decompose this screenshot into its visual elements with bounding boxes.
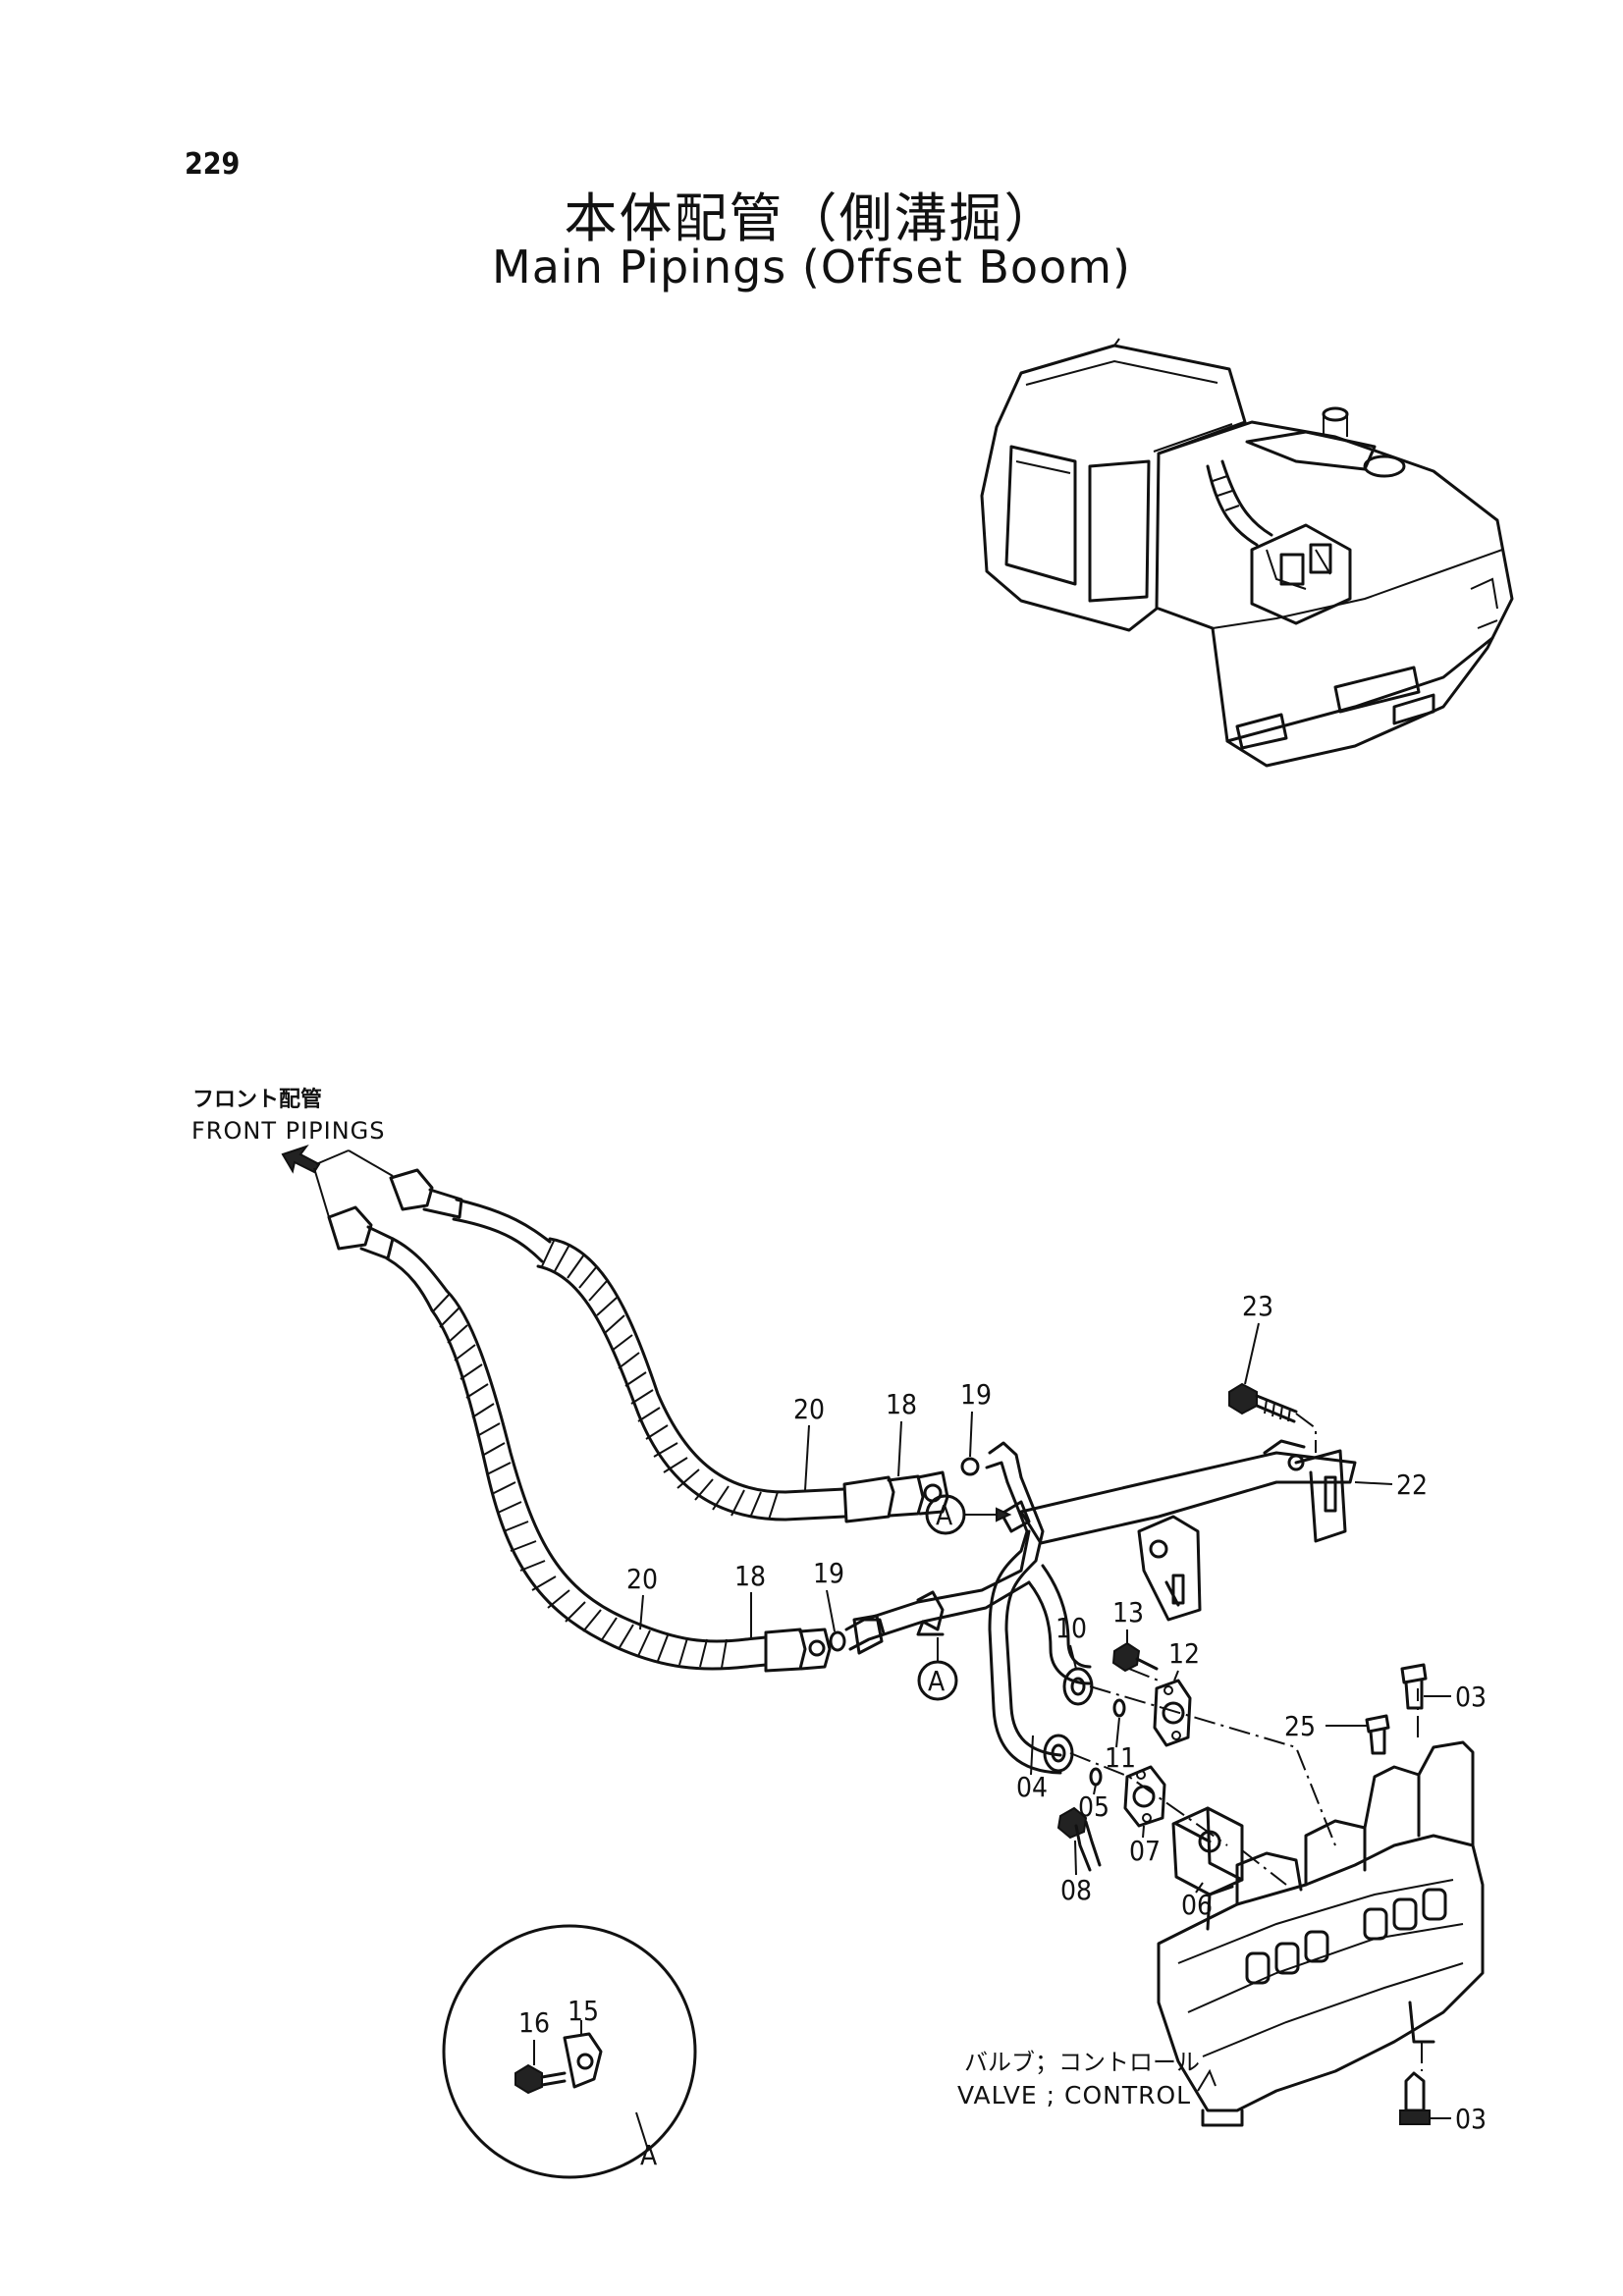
valve-label-jp: バルブ；コントロール [964, 2049, 1200, 2076]
part-label-03-top: 03 [1455, 1681, 1487, 1713]
part-label-03-bottom: 03 [1455, 2103, 1487, 2135]
part-label-16: 16 [518, 2006, 550, 2039]
front-pipings-arrow [281, 1145, 394, 1218]
bracket-22 [1019, 1439, 1357, 1622]
front-pipings-label-jp: フロント配管 [192, 1088, 323, 1112]
lower-hose-assembly [327, 1205, 832, 1673]
detail-ref-a-lower: A [928, 1665, 946, 1697]
part-label-11: 11 [1105, 1741, 1136, 1774]
part-label-25: 25 [1284, 1710, 1316, 1742]
part-label-18-lower: 18 [734, 1560, 766, 1592]
part-number-labels: 23 20 18 19 22 20 18 19 13 10 12 03 25 1… [518, 1290, 1487, 2135]
part-label-22: 22 [1396, 1468, 1428, 1501]
part-label-20-lower: 20 [626, 1563, 658, 1595]
front-pipings-label-en: FRONT PIPINGS [191, 1117, 386, 1145]
part-label-15: 15 [568, 1995, 599, 2027]
plug-03-bottom [1399, 2071, 1451, 2125]
upper-hose-assembly [389, 1168, 949, 1523]
clamp-a-lower [916, 1590, 958, 1701]
part-label-08: 08 [1060, 1874, 1092, 1906]
valve-leader [1197, 2068, 1217, 2092]
detail-ref-a-upper: A [936, 1499, 953, 1531]
title-japanese: 本体配管（側溝掘） [564, 187, 1059, 249]
page-number: 229 [185, 147, 241, 182]
fittings-group [1043, 1641, 1336, 1896]
part-label-23: 23 [1242, 1290, 1273, 1322]
part-label-19-upper: 19 [960, 1378, 992, 1411]
pipe-tubes [844, 1441, 1092, 1775]
title-english: Main Pipings (Offset Boom) [492, 240, 1131, 294]
part-label-13: 13 [1112, 1596, 1144, 1629]
clamp-a-upper [925, 1494, 1031, 1535]
part-label-12: 12 [1168, 1637, 1200, 1670]
o-ring-19-lower [829, 1630, 846, 1652]
detail-ref-a-circle-label: A [640, 2139, 658, 2171]
part-label-06: 06 [1181, 1889, 1213, 1921]
part-label-19-lower: 19 [813, 1557, 844, 1589]
excavator-overview-illustration [980, 338, 1514, 768]
bolt-23 [1228, 1382, 1317, 1453]
detail-a-circle [442, 1924, 697, 2179]
part-label-18-upper: 18 [886, 1388, 917, 1420]
plug-03-top [1400, 1663, 1451, 1710]
part-label-07: 07 [1129, 1835, 1161, 1867]
valve-label-en: VALVE ; CONTROL [957, 2081, 1192, 2109]
control-valve [1157, 1688, 1485, 2127]
part-label-05: 05 [1078, 1790, 1109, 1823]
part-label-10: 10 [1055, 1612, 1087, 1644]
part-label-20-upper: 20 [793, 1393, 825, 1425]
part-label-04: 04 [1016, 1771, 1048, 1803]
plug-25 [1325, 1714, 1390, 1755]
o-ring-19-upper [960, 1457, 980, 1476]
